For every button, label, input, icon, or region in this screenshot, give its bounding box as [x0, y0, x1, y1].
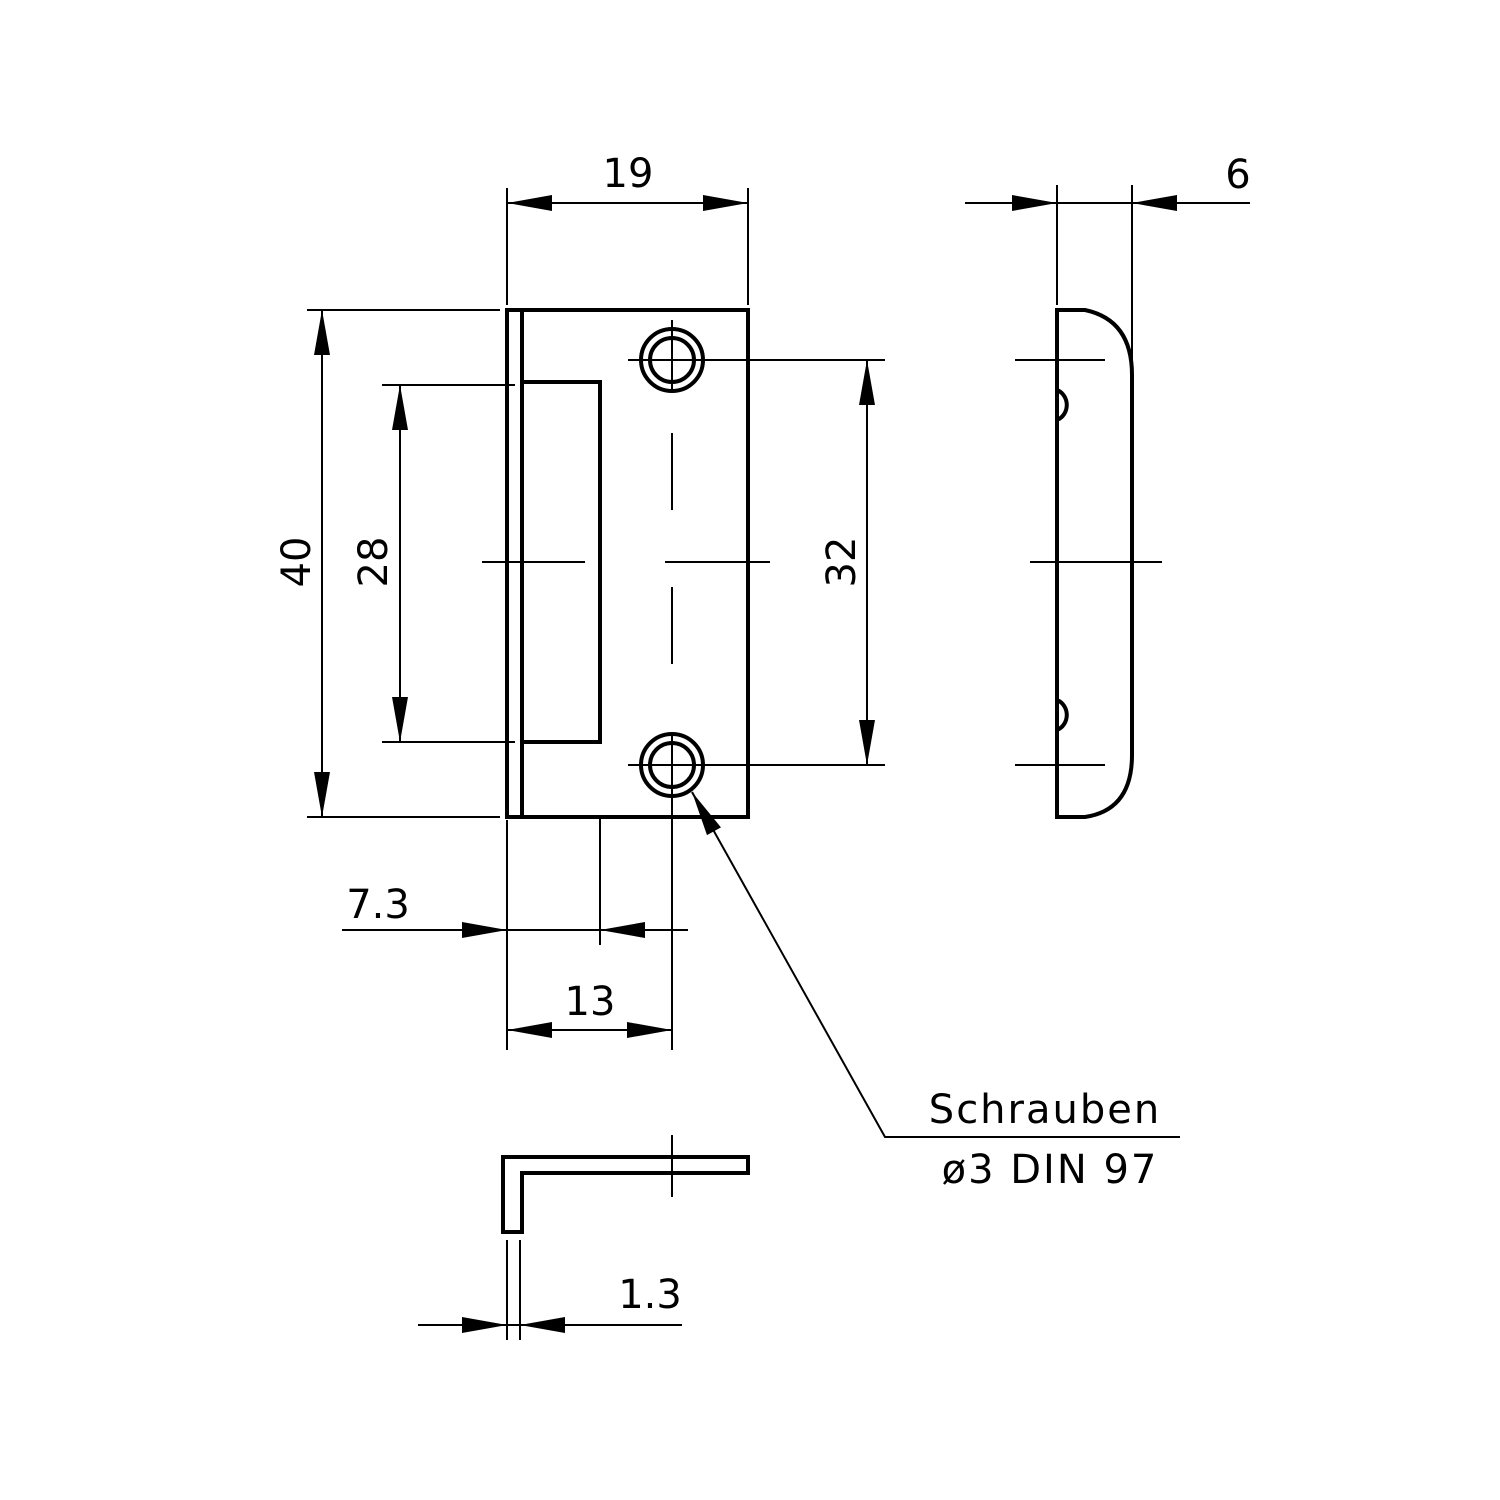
dim-thickness-label: 1.3 — [618, 1272, 682, 1318]
arrowhead — [1012, 195, 1057, 211]
dim-depth-label: 6 — [1225, 152, 1250, 198]
arrowhead — [692, 792, 721, 836]
arrowhead — [859, 720, 875, 765]
dim-height-label: 40 — [274, 537, 320, 588]
screw-note-line2: ø3 DIN 97 — [942, 1147, 1159, 1193]
dim-hole-offset-label: 13 — [565, 979, 616, 1025]
side-view — [1015, 308, 1162, 819]
arrowhead — [703, 195, 748, 211]
dim-width-label: 19 — [603, 151, 654, 197]
screw-note-line1: Schrauben — [929, 1087, 1161, 1133]
arrowhead — [462, 922, 507, 938]
dimension-lines — [307, 185, 1250, 1340]
side-profile — [1055, 308, 1134, 819]
side-bump-top — [1056, 388, 1069, 422]
dim-slot-height-label: 28 — [351, 537, 397, 588]
arrowhead — [859, 360, 875, 405]
plate-outline — [505, 308, 750, 819]
angle-profile — [501, 1155, 750, 1234]
dim-hole-spacing-label: 32 — [819, 537, 865, 588]
arrowhead — [314, 772, 330, 817]
leader-line — [691, 791, 1180, 1138]
side-bump-bottom — [1056, 698, 1069, 732]
arrowhead — [627, 1022, 672, 1038]
arrowhead — [462, 1317, 507, 1333]
arrowhead — [507, 195, 552, 211]
arrowhead — [314, 310, 330, 355]
dimension-arrows — [314, 195, 1177, 1333]
arrowhead — [1132, 195, 1177, 211]
arrowhead — [392, 697, 408, 742]
dim-slot-offset-label: 7.3 — [346, 882, 410, 928]
slot-outline — [522, 380, 602, 744]
arrowhead — [600, 922, 645, 938]
arrowhead — [392, 385, 408, 430]
arrowhead — [507, 1022, 552, 1038]
arrowhead — [520, 1317, 565, 1333]
section-view — [501, 1135, 750, 1234]
